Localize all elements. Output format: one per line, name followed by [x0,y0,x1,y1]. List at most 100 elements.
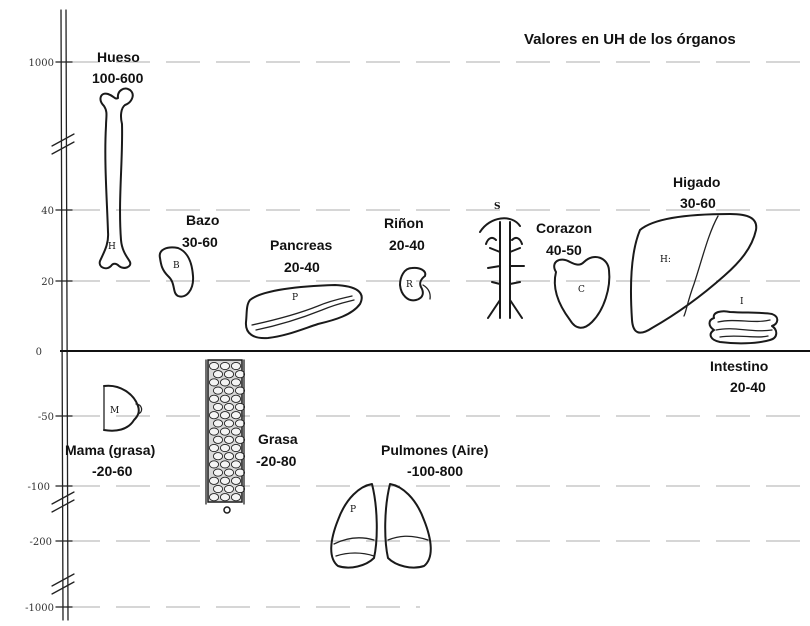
organ-mark: S [494,202,501,212]
tick-label: -100 [28,482,50,493]
fat-cell [219,378,231,387]
organ-bazo: Bazo 30-60 B [158,212,219,298]
organ-range: -20-80 [256,453,297,469]
nipple [135,403,143,415]
organ-range: -20-60 [92,463,133,479]
fat-cell [223,419,235,428]
fat-tissue-base [223,506,231,514]
organ-vasos: S [479,202,525,319]
fat-cell [219,493,231,502]
organ-mark: H [108,242,116,252]
organ-range: 40-50 [546,242,582,258]
fat-cell [212,452,224,461]
intestine-drawing [708,310,779,345]
fat-cell [208,493,220,502]
fat-cell [208,460,220,469]
organ-name: Higado [673,174,720,190]
fat-cell [230,493,242,502]
axis-break-middle [51,491,75,513]
organ-higado: Higado 30-60 H: [629,174,758,334]
organ-range: 30-60 [680,195,716,211]
fat-cell [230,476,242,485]
fat-cell [223,484,235,494]
fat-cell [234,468,246,477]
fat-cell [234,419,246,428]
organ-name: Grasa [258,431,298,447]
fat-cell [230,427,242,436]
fat-cell [212,370,224,379]
fat-cell [219,443,231,453]
pancreas-duct [251,295,353,326]
fat-cell [230,460,242,469]
fat-cell [223,386,235,395]
organ-range: 30-60 [182,234,218,250]
organ-hueso: Hueso 100-600 H [92,49,144,270]
organ-pulmones: Pulmones (Aire) -100-800 P [330,442,488,569]
liver-lobe-line [683,215,719,317]
fat-cell [234,386,246,395]
liver-drawing [629,213,758,334]
axis-breaks [51,133,75,595]
intestine-folds [715,319,773,338]
fat-cell [219,394,231,403]
organ-mark: H: [660,255,671,265]
fat-cell [219,460,231,469]
organ-name: Mama (grasa) [65,442,155,458]
organ-pancreas: Pancreas 20-40 P [244,237,363,340]
fat-cell [234,370,246,379]
organ-name: Hueso [97,49,140,65]
left-lung-drawing [330,483,378,569]
pancreas-drawing [244,284,363,340]
fat-cell [219,411,231,420]
fat-cell [219,476,231,485]
fat-cell [212,386,224,395]
organ-mama: M Mama (grasa) -20-60 [65,384,155,479]
fat-cell [208,378,220,387]
organ-name: Intestino [710,358,768,374]
fat-cell [234,402,246,412]
tick-label: -50 [38,412,54,423]
fat-cell [208,361,220,371]
fat-cell [212,402,224,412]
fat-cell [223,370,235,379]
organ-mark: P [292,293,298,303]
organ-name: Bazo [186,212,219,228]
fat-cell [212,419,224,428]
right-lung-drawing [384,483,432,569]
organ-mark: B [173,261,180,271]
organ-rinon: Riñon 20-40 R [384,215,431,302]
kidney-drawing [399,266,427,302]
organ-range: -100-800 [407,463,463,479]
fat-cell [223,452,235,461]
fat-cell [230,378,242,387]
tick-label: 1000 [29,58,54,69]
vessel-drawing [479,217,525,319]
heart-drawing [553,255,611,329]
lung-fissure [333,535,429,557]
tick-marks [55,61,73,608]
tick-label: 40 [41,206,54,217]
organ-name: Corazon [536,220,592,236]
fat-cell [234,452,246,461]
fat-cell [230,443,242,453]
fat-cell [212,468,224,477]
fat-cell [223,468,235,477]
organ-corazon: Corazon 40-50 C [536,220,611,329]
tick-labels: 1000 40 20 0 -50 -100 -200 -1000 [25,58,54,614]
axis-break-lower [51,573,75,595]
fat-cell [230,394,242,403]
spleen-drawing [158,246,195,298]
tick-label: -1000 [25,603,54,614]
fat-cell [208,394,220,403]
fat-cell [208,443,220,453]
vertical-axis [60,9,69,621]
bone-drawing [98,87,134,270]
fat-cell [234,484,246,494]
organ-name: Pancreas [270,237,332,253]
diagram-title: Valores en UH de los órganos [524,31,736,48]
organ-intestino: I Intestino 20-40 [708,297,779,395]
fat-cell [230,361,242,371]
organ-mark: I [740,297,744,307]
guide-lines [66,61,800,608]
